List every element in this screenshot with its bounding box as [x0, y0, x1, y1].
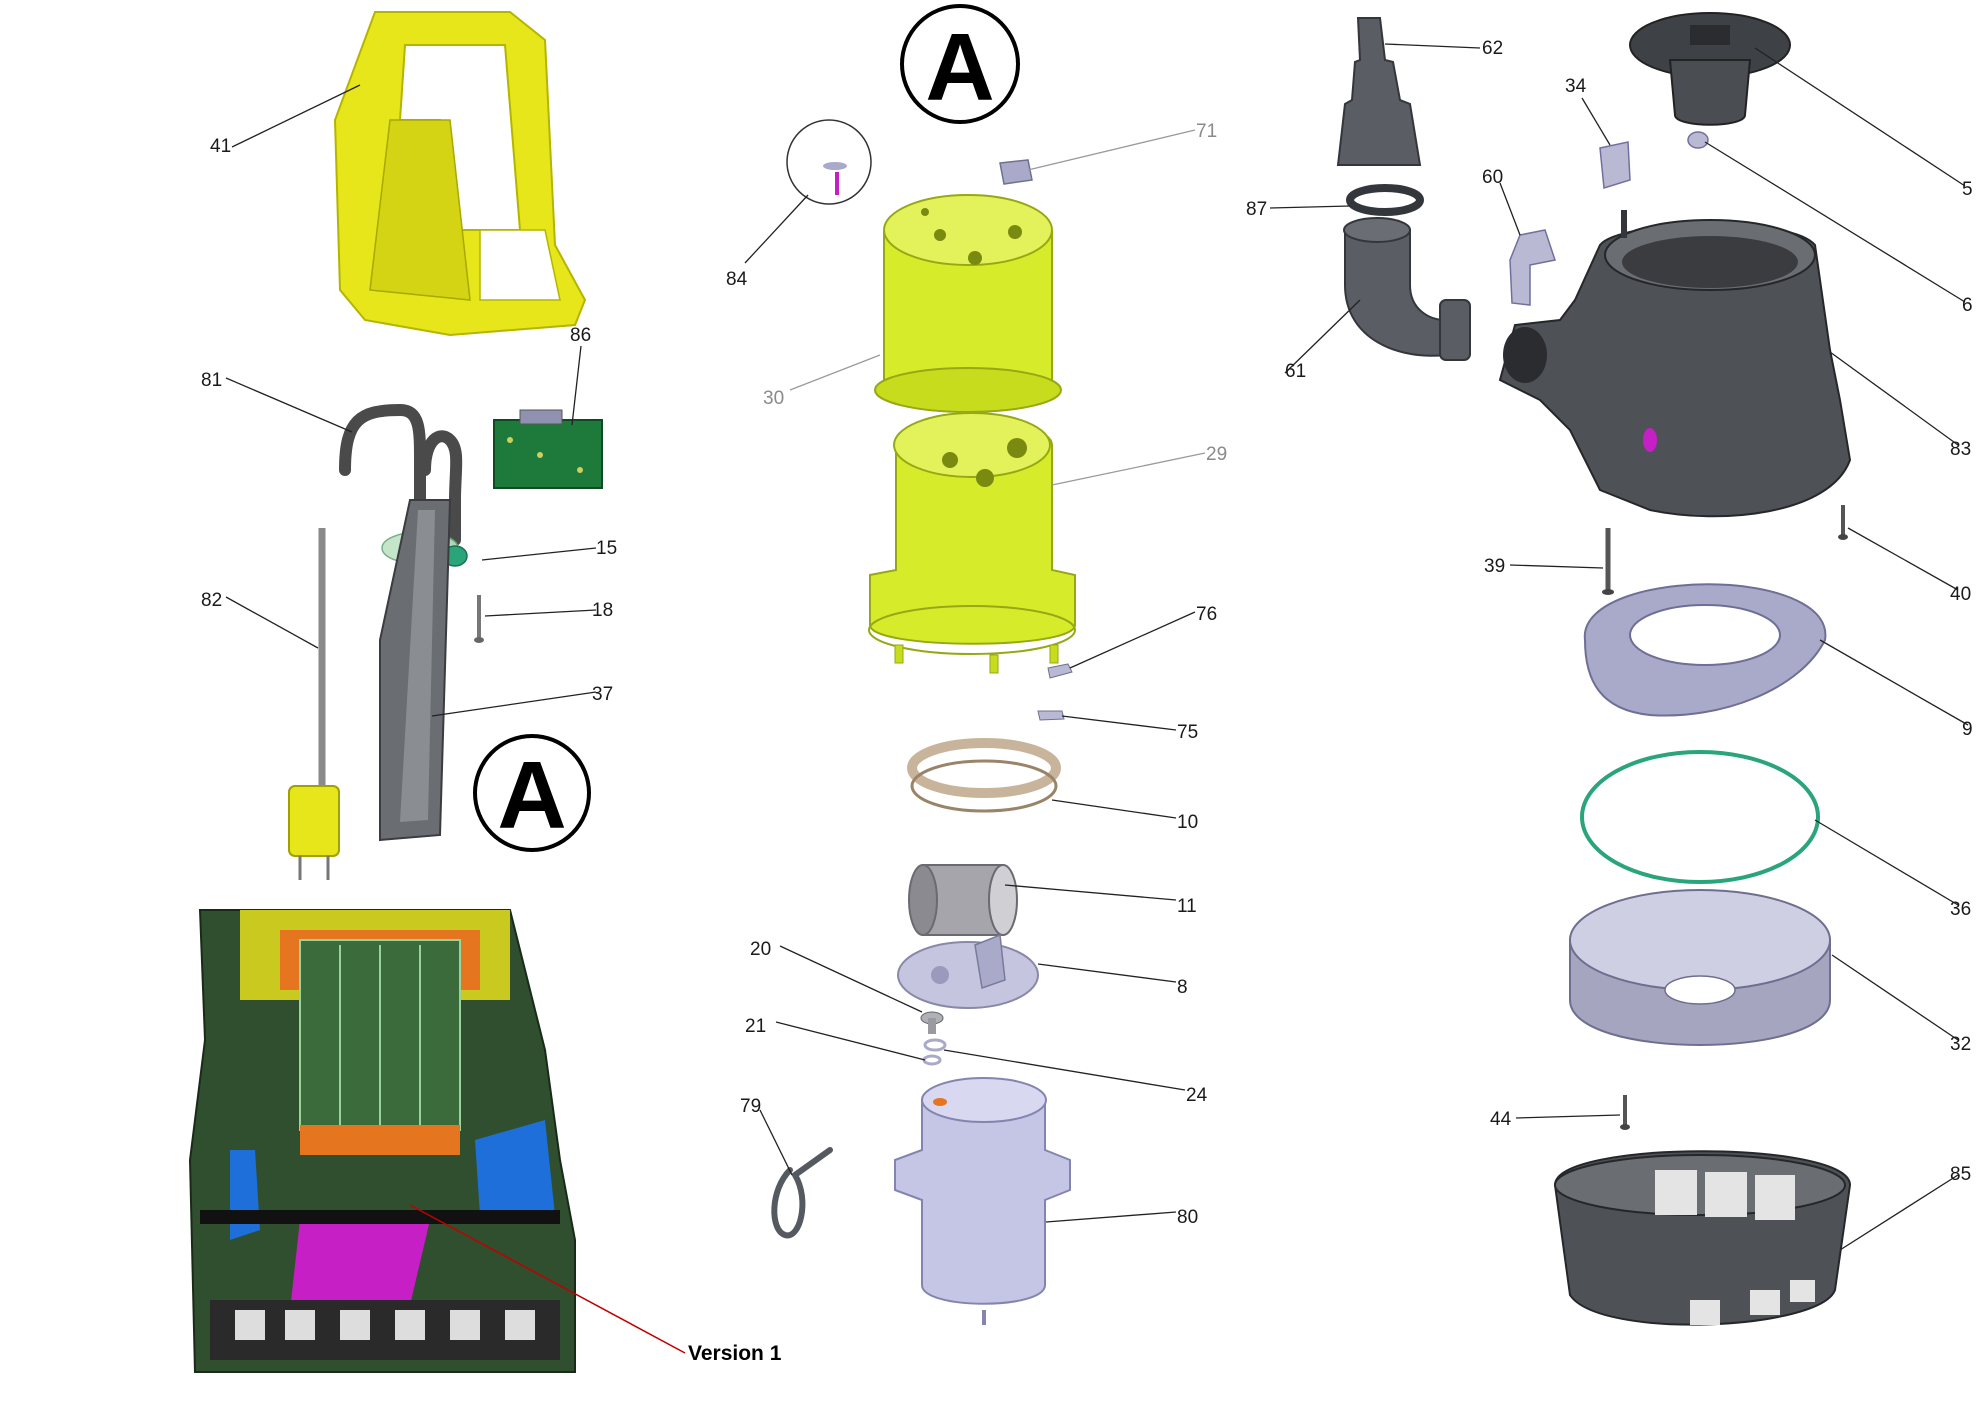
part-82-float-switch	[288, 528, 340, 880]
part-85-base	[1553, 1150, 1852, 1326]
callout-41: 41	[210, 136, 231, 157]
callout-39: 39	[1484, 556, 1505, 577]
callout-29: 29	[1206, 444, 1227, 465]
part-37-tube	[379, 499, 452, 842]
callout-6: 6	[1962, 295, 1973, 316]
part-6-plug	[1687, 131, 1709, 149]
version-label: Version 1	[688, 1342, 782, 1365]
svg-text:A: A	[925, 14, 994, 121]
part-60-bracket	[1509, 229, 1556, 306]
part-34-clip	[1599, 141, 1631, 189]
leader-lines	[225, 43, 1969, 1251]
part-84-detail-screw	[786, 119, 872, 205]
part-24-washer	[923, 1038, 947, 1052]
part-75-pin	[1037, 710, 1065, 721]
callout-34: 34	[1565, 76, 1587, 97]
part-9-guide-plate	[1583, 583, 1827, 717]
callout-81: 81	[201, 370, 222, 391]
cross-section-view	[188, 909, 686, 1373]
part-62-hose-adapter	[1336, 17, 1422, 166]
part-80-motor	[894, 1077, 1071, 1325]
callout-44: 44	[1490, 1109, 1512, 1130]
callout-11: 11	[1177, 896, 1197, 917]
callout-21: 21	[745, 1016, 766, 1037]
callout-30: 30	[763, 388, 784, 409]
callout-62: 62	[1482, 38, 1503, 59]
callout-80: 80	[1177, 1207, 1198, 1228]
callout-75: 75	[1177, 722, 1198, 743]
detail-marker-a-left: A	[473, 734, 591, 852]
callout-61: 61	[1285, 361, 1306, 382]
callout-24: 24	[1186, 1085, 1208, 1106]
part-21-washer	[922, 1054, 942, 1066]
callout-8: 8	[1177, 977, 1188, 998]
part-83-pump-housing	[1498, 210, 1852, 518]
part-81-cable-assembly	[339, 403, 463, 546]
callout-87: 87	[1246, 199, 1267, 220]
part-79-cable-tie	[771, 1147, 833, 1239]
callout-79: 79	[740, 1096, 761, 1117]
part-11-cylinder	[908, 864, 1018, 936]
callout-84: 84	[726, 269, 748, 290]
svg-text:A: A	[497, 742, 566, 849]
part-8-plate	[897, 933, 1039, 1009]
callout-82: 82	[201, 590, 222, 611]
part-5-top-cover	[1629, 12, 1791, 126]
callout-36: 36	[1950, 899, 1971, 920]
callouts: 41 81 86 15 18 82 37 84 71 30 29 76 75 1…	[201, 38, 1973, 1228]
part-44-screw	[1620, 1095, 1630, 1130]
callout-5: 5	[1962, 179, 1973, 200]
callout-9: 9	[1962, 719, 1973, 740]
callout-32: 32	[1950, 1034, 1971, 1055]
callout-18: 18	[592, 600, 613, 621]
part-40-screw	[1838, 505, 1848, 540]
part-41-handle	[333, 11, 587, 337]
part-20-screw	[920, 1011, 944, 1034]
part-29-motor-housing	[868, 412, 1076, 674]
callout-40: 40	[1950, 584, 1971, 605]
detail-marker-a-top: A	[900, 4, 1020, 124]
callout-76: 76	[1196, 604, 1217, 625]
callout-37: 37	[592, 684, 613, 705]
part-30-motor-cap	[874, 194, 1062, 413]
part-76-pin	[1047, 663, 1073, 679]
part-10-band	[907, 738, 1061, 813]
callout-10: 10	[1177, 812, 1198, 833]
part-86-circuit-board	[493, 409, 603, 489]
part-36-o-ring	[1580, 750, 1820, 884]
part-39-screw	[1602, 528, 1614, 595]
callout-85: 85	[1950, 1164, 1971, 1185]
part-18-screw	[474, 595, 484, 643]
callout-86: 86	[570, 325, 591, 346]
part-87-ring	[1346, 184, 1424, 216]
part-61-elbow	[1343, 217, 1471, 361]
part-71-clip	[999, 159, 1033, 185]
callout-20: 20	[750, 939, 771, 960]
callout-71: 71	[1196, 121, 1217, 142]
callout-15: 15	[596, 538, 617, 559]
callout-60: 60	[1482, 167, 1503, 188]
callout-83: 83	[1950, 439, 1971, 460]
part-32-pump-chamber	[1569, 889, 1831, 1046]
